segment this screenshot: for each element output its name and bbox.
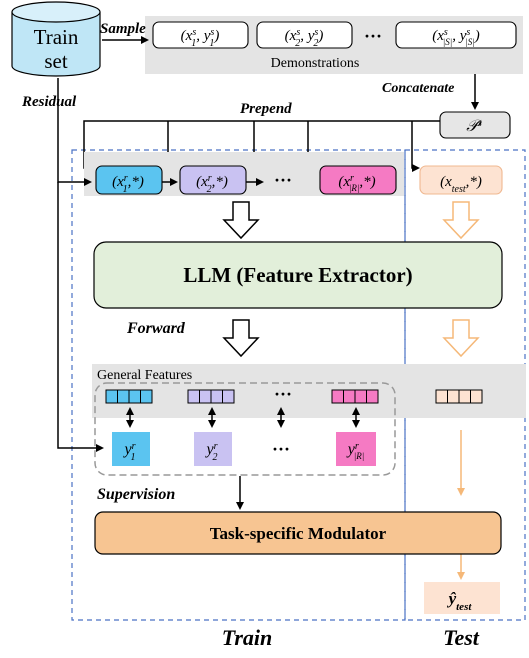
demo-box-1 <box>152 21 249 49</box>
label-yR-text: yr|R| <box>346 441 364 462</box>
hollow-arrow-train-2 <box>222 319 260 358</box>
hollow-arrow-train-1 <box>222 201 260 240</box>
label-y1 <box>112 432 150 466</box>
demo-ellipsis: ··· <box>364 26 382 46</box>
label-ellipsis: ··· <box>272 439 290 459</box>
label-yR <box>336 432 376 466</box>
token-rR-text: (xr|R|,*) <box>338 173 375 194</box>
prepend-label: Prepend <box>240 101 292 117</box>
demo-box-2 <box>256 21 353 49</box>
label-y2 <box>194 432 232 466</box>
token-ellipsis: ··· <box>274 170 292 190</box>
demonstrations-label: Demonstrations <box>271 56 360 71</box>
token-test <box>419 165 503 195</box>
token-r1 <box>95 165 163 195</box>
feature-vector-2 <box>187 389 235 404</box>
concatenate-label: Concatenate <box>382 81 454 96</box>
train-set-label-line1: Train <box>34 25 79 49</box>
residual-label-line <box>57 182 104 452</box>
sample-label: Sample <box>100 21 146 37</box>
train-footer-label: Train <box>222 625 273 650</box>
output-box <box>424 582 500 614</box>
demo-box-s <box>395 21 517 49</box>
residual-label: Residual <box>21 94 77 110</box>
hollow-arrow-test-2 <box>442 319 480 358</box>
modulator-label: Task-specific Modulator <box>210 524 387 543</box>
prompt-box <box>439 111 511 139</box>
feature-label-group <box>94 382 396 476</box>
hollow-arrow-test-1 <box>442 201 480 240</box>
llm-label: LLM (Feature Extractor) <box>183 263 412 287</box>
output-label: ŷtest <box>447 589 473 613</box>
prepend-drop-test <box>411 121 420 172</box>
demo-text-s: (xs|S|, ys|S|) <box>432 27 480 48</box>
feature-vector-R <box>331 389 379 404</box>
token-rR <box>319 165 397 195</box>
feature-vector-test <box>435 389 483 404</box>
token-r2 <box>179 165 247 195</box>
llm-box <box>93 241 503 309</box>
general-features-label: General Features <box>97 368 192 383</box>
feature-vector-1 <box>105 389 153 404</box>
feature-ellipsis: ··· <box>274 384 292 404</box>
train-set-label-line2: set <box>44 49 67 73</box>
train-set-database: Train set <box>11 1 101 77</box>
supervision-label: Supervision <box>97 486 175 503</box>
test-footer-label: Test <box>443 625 480 650</box>
modulator-box <box>94 511 502 555</box>
forward-label: Forward <box>126 320 186 337</box>
token-test-text: (xtest,*) <box>440 174 482 195</box>
